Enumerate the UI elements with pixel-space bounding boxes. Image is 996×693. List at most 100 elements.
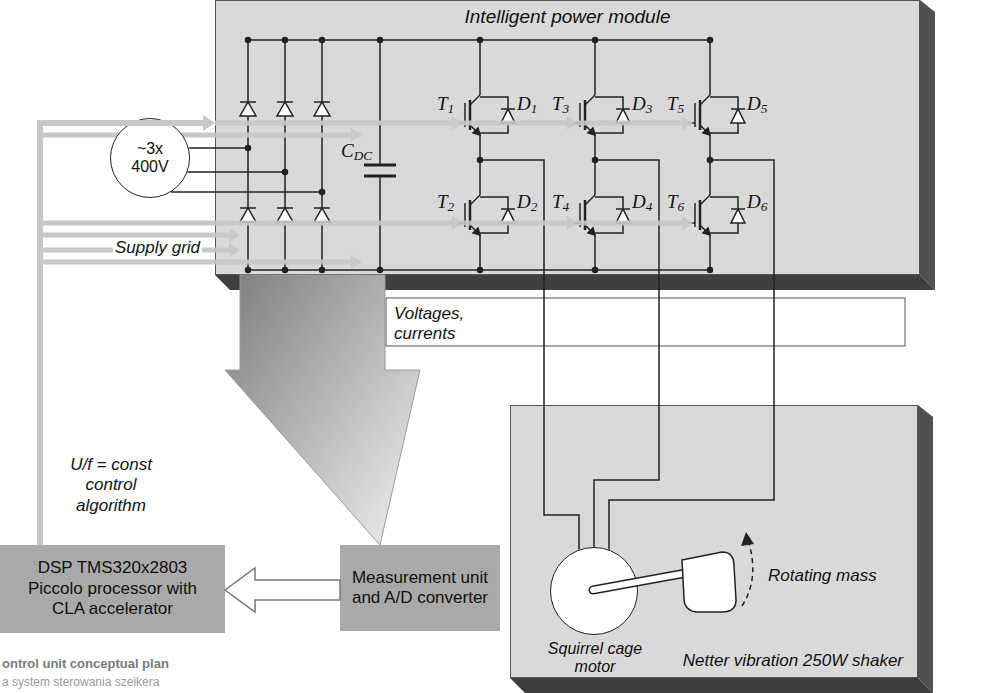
igbt-emitter (470, 225, 480, 235)
subscript: 3 (563, 101, 570, 116)
junction-dot (246, 38, 251, 43)
inverter-legs (458, 38, 774, 276)
subscript: 1 (531, 101, 538, 116)
node-text: Intelligent power module (216, 6, 919, 28)
signal-arrowhead (682, 216, 693, 230)
igbt-collector (470, 195, 480, 205)
diode-symbol (240, 208, 256, 222)
subscript: 5 (761, 101, 768, 116)
igbt-collector (470, 95, 480, 105)
subscript: 3 (646, 101, 653, 116)
junction-dot (320, 190, 325, 195)
junction-dot (283, 170, 288, 175)
igbt-lead (479, 160, 481, 195)
signal-line (215, 133, 356, 138)
motor-wire (544, 275, 774, 550)
node-text: DSP TMS320x2803 Piccolo processor with C… (10, 558, 215, 619)
subscript: 1 (448, 101, 455, 116)
junction-dot (478, 38, 483, 43)
component-designator: T4 (551, 192, 570, 212)
diode-lead (710, 223, 738, 233)
signal-line (40, 221, 215, 226)
igbt-emitter (700, 225, 710, 235)
output-wire (480, 160, 544, 275)
capacitor-plate (364, 175, 396, 178)
data-flow-arrow (225, 568, 340, 612)
signal-arrowhead (351, 128, 362, 142)
junction-dot (283, 268, 288, 273)
rectifier-column (321, 40, 323, 270)
diode-symbol (314, 102, 330, 116)
diode-bar (616, 108, 630, 110)
component-designator: T1 (436, 94, 455, 114)
junction-dot (378, 268, 383, 273)
junction-dot (478, 268, 483, 273)
signal-arrowhead (351, 255, 362, 269)
diode-symbol (277, 102, 293, 116)
shaker-side (918, 405, 933, 693)
igbt-lead (709, 40, 711, 95)
component-designator: D5 (746, 94, 768, 114)
signal-arrowhead (229, 228, 240, 242)
diode-lead (595, 97, 623, 108)
igbt-collector (585, 95, 595, 105)
shaker-bottom (510, 678, 933, 693)
diode-bar (314, 207, 330, 209)
phase-wire (215, 171, 285, 173)
rod (593, 572, 692, 590)
diode-symbol (277, 208, 293, 222)
igbt-emitter (470, 125, 480, 135)
component-designator: CDC (340, 141, 373, 161)
junction-dot (283, 38, 288, 43)
component-designator: D6 (746, 192, 768, 212)
measurement-box: Measurement unit and A/D converter (340, 545, 500, 631)
junction-dot (320, 268, 325, 273)
emitter-arrow (703, 128, 710, 135)
igbt-emitter (585, 225, 595, 235)
diode-bar (277, 101, 293, 103)
diode-bar (314, 101, 330, 103)
rotating-mass (593, 532, 754, 612)
phase-wire (215, 191, 322, 193)
edge-label: Voltages, currents (394, 304, 524, 343)
subscript: DC (354, 148, 372, 163)
rotation-arrowhead (741, 532, 754, 546)
igbt-lead (594, 40, 596, 95)
supply-wire (171, 148, 215, 192)
signal-arrowhead (682, 116, 693, 130)
diode-bar (616, 208, 630, 210)
annotation-label: Rotating mass (768, 566, 877, 586)
igbt-collector (700, 195, 710, 205)
connector (40, 115, 215, 545)
diode-bar (731, 208, 745, 210)
igbt-lead (709, 135, 711, 160)
connector (171, 148, 215, 192)
module-side (920, 0, 935, 290)
output-wire (710, 160, 774, 275)
diode-bar (240, 101, 256, 103)
rectifier-column (284, 40, 286, 270)
diode-lead (480, 197, 508, 208)
subscript: 4 (563, 199, 570, 214)
component-designator: T5 (666, 94, 685, 114)
igbt-emitter (700, 125, 710, 135)
subscript: 2 (531, 199, 538, 214)
igbt-lead (709, 235, 711, 270)
rod-outline (593, 572, 692, 590)
diode-lead (710, 123, 738, 133)
emitter-arrow (473, 228, 480, 235)
subscript: 5 (678, 101, 685, 116)
component-designator: D1 (516, 94, 538, 114)
diode-symbol (731, 209, 745, 223)
dsp-box: DSP TMS320x2803 Piccolo processor with C… (0, 545, 225, 633)
component-designator: T3 (551, 94, 570, 114)
arrowhead (203, 115, 215, 131)
signal-arrowhead (452, 216, 463, 230)
diode-symbol (240, 102, 256, 116)
diode-lead (710, 197, 738, 208)
signal-line (215, 121, 687, 126)
diode-bar (501, 208, 515, 210)
component-designator: T6 (666, 192, 685, 212)
annotation-label: Supply grid (113, 238, 202, 258)
